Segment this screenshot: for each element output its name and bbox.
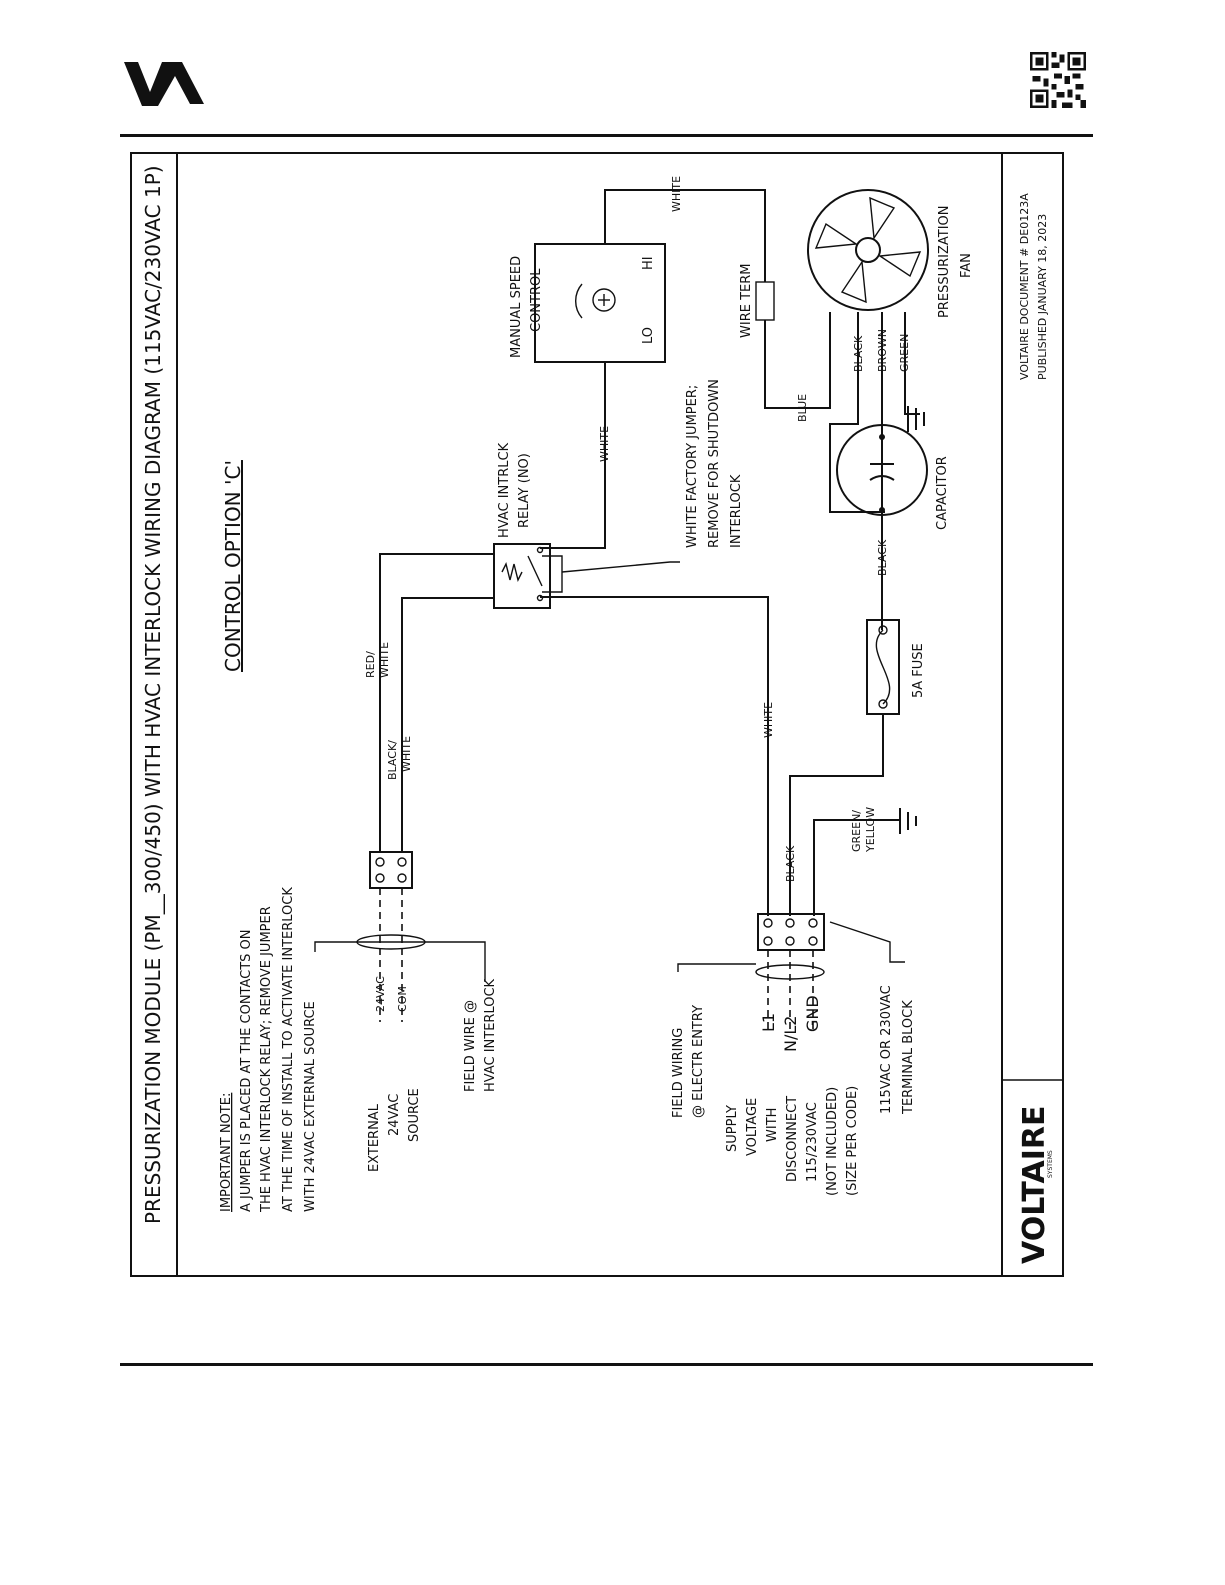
fuse-label: 5A FUSE <box>911 643 926 698</box>
field-wire-interlock-1: FIELD WIRE @ <box>463 1000 478 1092</box>
wire-green-yellow <box>813 819 900 916</box>
fan-label-2: FAN <box>959 253 974 278</box>
supply-cable-bundle <box>755 964 825 980</box>
wire-label-black: BLACK <box>852 335 865 372</box>
leader-field-wiring <box>677 963 756 972</box>
hvac-relay-symbol <box>493 543 563 609</box>
note-line-4: WITH 24VAC EXTERNAL SOURCE <box>303 1001 318 1212</box>
fuse-symbol <box>866 619 900 715</box>
supply-5: 115/230VAC <box>805 1102 820 1182</box>
leader-terminal-block <box>829 921 905 963</box>
qr-code-icon <box>1030 52 1086 108</box>
supply-2: VOLTAGE <box>745 1098 760 1156</box>
speed-control-label-1: MANUAL SPEED <box>509 256 524 358</box>
speed-hi: HI <box>641 256 656 270</box>
external-source-3: SOURCE <box>407 1088 422 1142</box>
wire-label-black-white-2: WHITE <box>400 736 413 772</box>
wire-white-control-to-fan <box>604 189 766 282</box>
field-wire-interlock-2: HVAC INTERLOCK <box>483 978 498 1092</box>
wire-term <box>755 281 775 321</box>
external-source-1: EXTERNAL <box>367 1103 382 1172</box>
wire-label-brown: BROWN <box>876 329 889 372</box>
speed-lo: LO <box>641 327 656 344</box>
field-wiring-entry-2: @ ELECTR ENTRY <box>691 1005 706 1118</box>
capacitor-label: CAPACITOR <box>935 456 950 530</box>
terminal-block-label-2: TERMINAL BLOCK <box>901 1000 916 1115</box>
field-wiring-entry-1: FIELD WIRING <box>671 1028 686 1118</box>
brand-sub: SYSTEMS <box>1047 1150 1054 1178</box>
note-line-3: AT THE TIME OF INSTALL TO ACTIVATE INTER… <box>281 887 296 1212</box>
doc-number: VOLTAIRE DOCUMENT # DE0123A <box>1018 193 1031 380</box>
jumper-label-2: REMOVE FOR SHUTDOWN <box>707 379 722 548</box>
note-line-1: A JUMPER IS PLACED AT THE CONTACTS ON <box>239 929 254 1212</box>
leader-field-wire-interlock <box>314 941 486 982</box>
manual-speed-control-symbol <box>534 243 666 363</box>
wire-label-red-white-2: WHITE <box>378 642 391 678</box>
wire-black-white <box>401 597 494 852</box>
wire-fan-black <box>829 312 885 513</box>
published-date: PUBLISHED JANUARY 18, 2023 <box>1036 214 1049 380</box>
pressurization-fan-symbol <box>807 189 929 311</box>
control-option: CONTROL OPTION 'C' <box>221 460 245 672</box>
leader-factory-jumper <box>561 561 680 573</box>
wire-label-blue: BLUE <box>796 394 809 422</box>
label-nl2: N/L2 <box>781 1016 800 1052</box>
wire-term-label: WIRE TERM <box>739 264 754 338</box>
diagram-title: PRESSURIZATION MODULE (PM__300/450) WITH… <box>141 165 165 1224</box>
fan-label-1: PRESSURIZATION <box>937 206 952 319</box>
speed-control-label-2: CONTROL <box>529 268 544 332</box>
relay-label-1: HVAC INTRLCK <box>497 442 512 538</box>
wire-white-relay-to-control <box>540 362 606 549</box>
wire-label-red-white-1: RED/ <box>364 651 377 678</box>
footer-rule <box>120 1363 1093 1366</box>
wire-label-green-yellow-1: GREEN/ <box>850 810 863 852</box>
wire-label-black-white-1: BLACK/ <box>386 740 399 780</box>
wire-label-black-cap: BLACK <box>876 539 889 576</box>
diagram-border <box>130 152 1064 1277</box>
supply-6: (NOT INCLUDED) <box>825 1087 840 1196</box>
supply-7: (SIZE PER CODE) <box>845 1086 860 1196</box>
wire-label-white-top: WHITE <box>670 176 683 212</box>
supply-1: SUPPLY <box>725 1105 740 1152</box>
supply-3: WITH <box>765 1108 780 1142</box>
wire-label-green: GREEN <box>898 334 911 372</box>
label-l1: L1 <box>759 1013 778 1032</box>
wire-label-green-yellow-2: YELLOW <box>864 807 877 853</box>
supply-4: DISCONNECT <box>785 1096 800 1182</box>
note-line-2: THE HVAC INTERLOCK RELAY; REMOVE JUMPER <box>259 906 274 1213</box>
wire-white-relay-to-tb <box>540 596 769 916</box>
wire-label-com: COM <box>396 986 409 1012</box>
jumper-label-3: INTERLOCK <box>729 474 744 548</box>
interlock-terminal <box>369 851 413 889</box>
terminal-block <box>757 913 825 951</box>
relay-label-2: RELAY (NO) <box>517 453 532 528</box>
wire-red-white <box>379 553 494 852</box>
label-gnd: GND <box>803 995 822 1032</box>
wiring-diagram: PRESSURIZATION MODULE (PM__300/450) WITH… <box>130 152 1064 1277</box>
external-source-2: 24VAC <box>387 1094 402 1136</box>
wire-term-blue <box>764 312 831 409</box>
wire-label-white-mid: WHITE <box>762 702 775 738</box>
terminal-block-label-1: 115VAC OR 230VAC <box>879 985 894 1114</box>
header-rule <box>120 134 1093 137</box>
ground-symbol-fan <box>907 406 925 432</box>
wire-label-black-supply: BLACK <box>784 845 797 882</box>
ground-symbol-supply <box>899 808 917 834</box>
jumper-label-1: WHITE FACTORY JUMPER; <box>685 385 700 548</box>
va-logo-icon <box>124 62 204 106</box>
note-heading: IMPORTANT NOTE: <box>219 1093 234 1212</box>
wire-fuse-to-tb <box>789 714 884 916</box>
brand-name: VOLTAIRE <box>1017 1106 1052 1264</box>
wire-label-24vac: 24VAC <box>374 976 387 1012</box>
wire-label-white: WHITE <box>598 426 611 462</box>
